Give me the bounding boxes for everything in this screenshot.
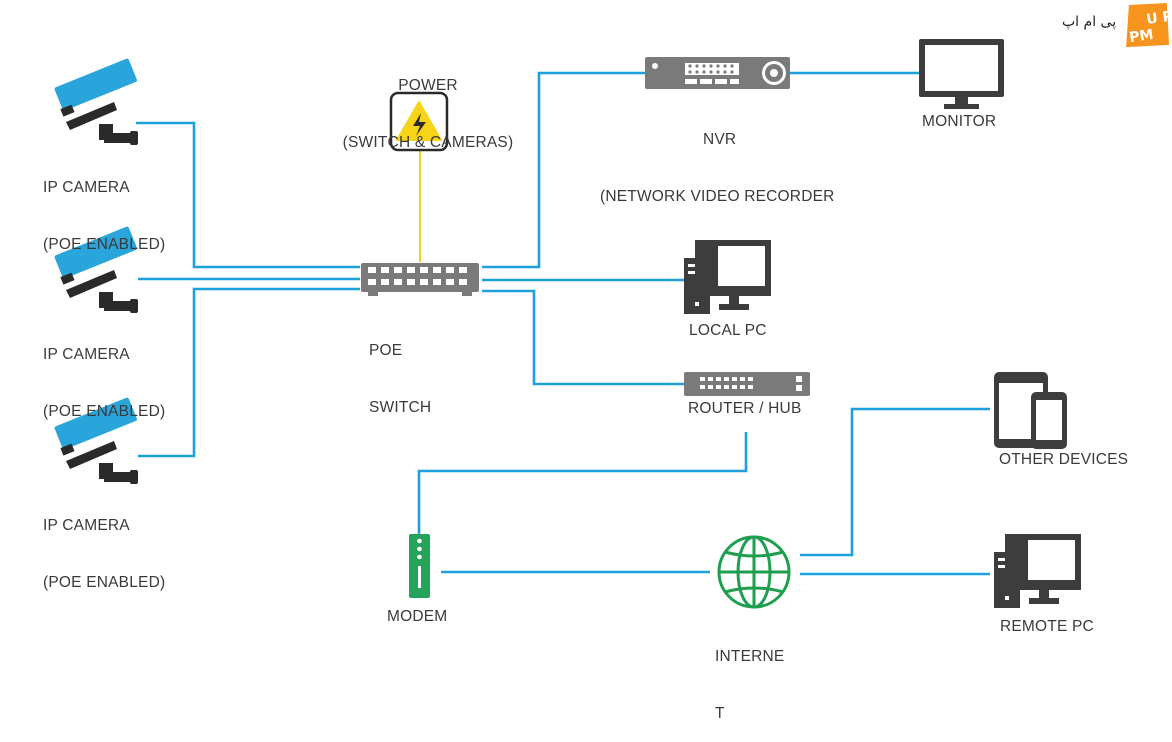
other-devices-label: OTHER DEVICES [999,451,1129,468]
link-switch-nvr [482,71,645,269]
logo-text: پی ام اپ [1062,14,1117,30]
power-hazard-icon [389,91,449,152]
internet-label-line1: INTERNE [715,648,785,665]
nvr-label-line2: (NETWORK VIDEO RECORDER [600,188,835,205]
power-label-line1: POWER [398,77,458,94]
poe-switch-icon [361,263,479,296]
router-icon [684,372,810,396]
network-diagram: U P PM [54,2,1172,609]
camera-1-label: IP CAMERA (POE ENABLED) [43,140,165,273]
remote-pc-label: REMOTE PC [1000,618,1094,635]
internet-label: INTERNE T [715,609,784,742]
poe-switch-label-line2: SWITCH [369,399,432,416]
link-router-modem [417,432,748,534]
modem-icon [409,534,430,598]
monitor-icon [919,39,1004,109]
power-label-line2: (SWITCH & CAMERAS) [342,134,514,151]
logo-badge-icon: U P PM [1126,2,1172,48]
camera-3-label: IP CAMERA (POE ENABLED) [43,478,165,611]
router-label: ROUTER / HUB [688,400,802,417]
link-internet-otherdevices [800,407,990,557]
connection-lines [136,71,990,576]
camera-3-label-line1: IP CAMERA [43,517,130,534]
poe-switch-label-line1: POE [369,342,403,359]
ip-camera-1-icon [54,58,138,145]
internet-label-line2: T [715,705,725,722]
monitor-label: MONITOR [922,113,997,130]
power-label: POWER (SWITCH & CAMERAS) [331,38,525,171]
switch-ports [368,267,467,285]
local-pc-label: LOCAL PC [689,322,767,339]
link-camera3-switch [138,287,360,458]
link-switch-router [482,289,684,386]
globe-icon [717,535,791,609]
link-camera1-switch [136,121,360,269]
svg-text:U P: U P [1145,8,1172,28]
other-devices-icon [994,372,1067,449]
camera-2-label-line1: IP CAMERA [43,346,130,363]
nvr-icon [645,57,790,89]
camera-2-label-line2: (POE ENABLED) [43,403,166,420]
camera-2-label: IP CAMERA (POE ENABLED) [43,307,165,440]
poe-switch-label: POE SWITCH [369,303,431,436]
local-pc-icon [684,240,771,314]
camera-3-label-line2: (POE ENABLED) [43,574,166,591]
nvr-label-line1: NVR [703,131,737,148]
svg-text:PM: PM [1128,27,1154,46]
camera-1-label-line2: (POE ENABLED) [43,236,166,253]
modem-label: MODEM [387,608,448,625]
remote-pc-icon [994,534,1081,608]
camera-1-label-line1: IP CAMERA [43,179,130,196]
nvr-label: NVR (NETWORK VIDEO RECORDER [600,92,835,225]
